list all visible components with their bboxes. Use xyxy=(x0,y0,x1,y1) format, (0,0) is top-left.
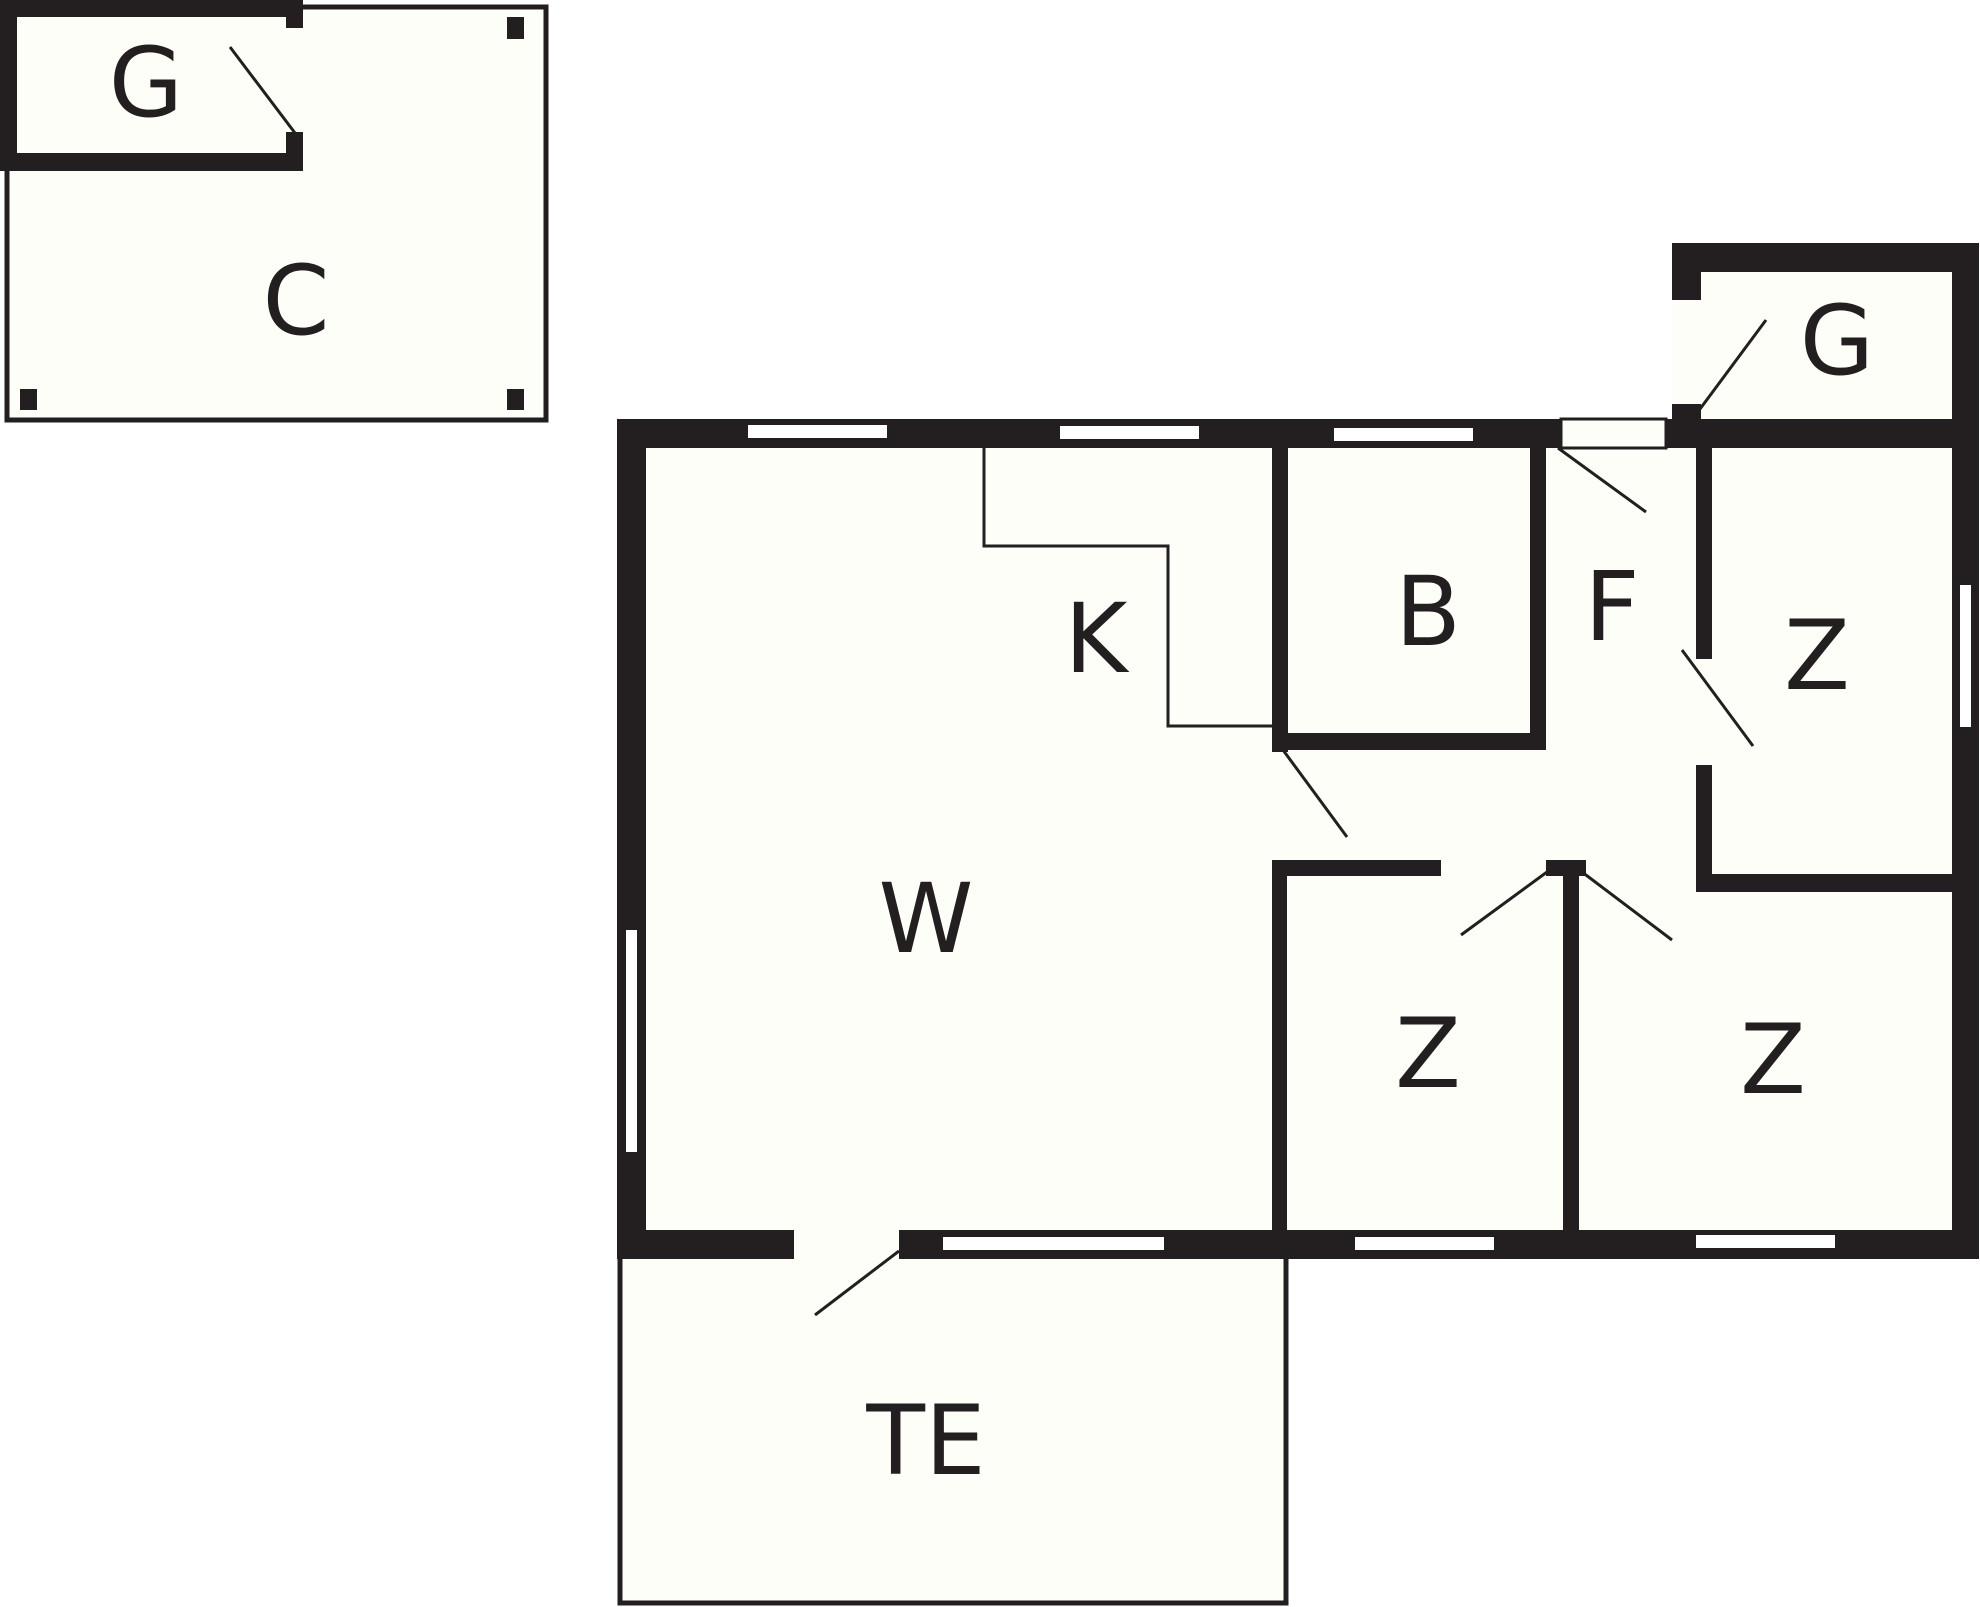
annex-left-wall-bottom xyxy=(1672,404,1701,448)
house-g-floor xyxy=(1672,243,1979,433)
z-east-door xyxy=(1680,649,1755,747)
outbuilding-g-bottom-wall xyxy=(0,153,303,171)
outbuilding-door-jamb-bottom xyxy=(286,132,303,170)
annex-g-door xyxy=(1698,319,1768,410)
z-divider-wall xyxy=(1563,860,1579,1259)
wall-bottom-left xyxy=(617,1230,794,1259)
window-bottom-3 xyxy=(1696,1235,1835,1248)
kitchen-counter xyxy=(982,448,1272,728)
z-mid-top-wall xyxy=(1272,860,1441,876)
annex-right-wall xyxy=(1952,243,1979,448)
z-east-left-wall-bottom xyxy=(1696,765,1712,892)
outbuilding-g-door xyxy=(228,46,297,134)
window-left xyxy=(626,930,637,1152)
room-label-w: W xyxy=(879,863,974,975)
room-label-z-south: Z xyxy=(1740,1004,1806,1116)
entry-door xyxy=(1557,446,1647,514)
window-top-1 xyxy=(748,425,887,438)
window-bottom-2 xyxy=(1355,1237,1494,1250)
annex-left-wall-top xyxy=(1672,243,1701,300)
outbuilding xyxy=(0,0,549,423)
room-label-z-east: Z xyxy=(1784,600,1850,712)
room-label-outbuilding-g: G xyxy=(109,27,183,139)
window-bottom-1 xyxy=(943,1237,1164,1250)
z-east-left-wall-top xyxy=(1696,448,1712,659)
room-label-z-mid: Z xyxy=(1395,998,1461,1110)
outbuilding-floor xyxy=(7,7,546,420)
outbuilding-g-top-wall xyxy=(0,0,303,17)
bath-door xyxy=(1281,749,1349,838)
outbuilding-door-jamb-top xyxy=(286,10,303,28)
wall-right xyxy=(1952,419,1979,1259)
post-top-right xyxy=(507,17,524,39)
outbuilding-g-left-wall xyxy=(0,0,17,170)
annex-door-gap xyxy=(1676,300,1699,404)
room-labels: G C G K B F Z W Z Z TE xyxy=(109,27,1874,1497)
terrace-door xyxy=(814,1249,900,1317)
window-top-2 xyxy=(1060,426,1199,439)
z-east-bottom-wall xyxy=(1696,874,1979,892)
terrace-floor xyxy=(618,1250,1285,1604)
room-label-f: F xyxy=(1584,551,1639,663)
window-top-3 xyxy=(1334,428,1473,441)
room-label-house-g: G xyxy=(1800,285,1874,397)
post-bottom-right xyxy=(507,389,524,410)
room-label-k: K xyxy=(1065,583,1130,695)
main-house xyxy=(617,243,1979,1606)
w-z-wall xyxy=(1272,860,1287,1259)
bath-left-wall xyxy=(1272,448,1288,752)
terrace-outline xyxy=(617,1259,1289,1606)
z-south-door xyxy=(1581,870,1673,942)
room-label-b: B xyxy=(1395,556,1461,668)
post-bottom-left xyxy=(20,389,37,410)
room-label-outbuilding-c: C xyxy=(262,245,329,357)
bath-right-wall xyxy=(1530,448,1546,750)
bath-bottom-wall xyxy=(1272,733,1546,750)
wall-top-east xyxy=(1666,419,1979,448)
room-label-te: TE xyxy=(865,1385,985,1497)
bath-floor xyxy=(1288,448,1530,733)
f-entry-frame xyxy=(1559,417,1668,450)
z-mid-door xyxy=(1460,870,1548,937)
window-right xyxy=(1960,585,1971,727)
annex-top-wall xyxy=(1672,243,1979,272)
